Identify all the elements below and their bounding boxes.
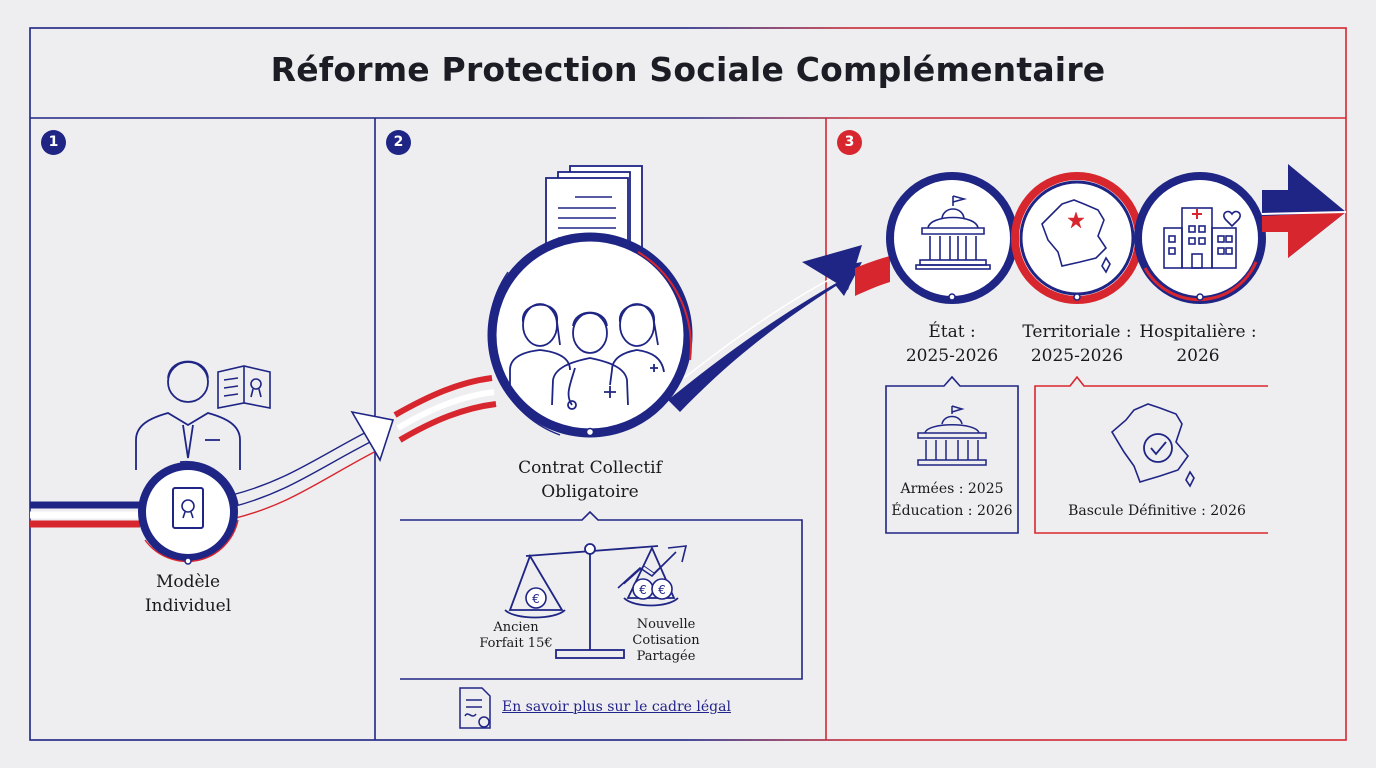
sector-hospitaliere-label: Hospitalière : 2026 [1128,320,1268,368]
node-etat [886,172,1018,304]
government-building-small-icon [917,405,987,466]
territoriale-detail-box [1034,375,1268,534]
svg-text:€: € [639,583,647,597]
step-2-label-line1: Contrat Collectif [518,458,662,478]
step-3-badge: 3 [837,130,862,155]
sector-etat-dates: 2025-2026 [905,346,999,366]
sector-territoriale-dates: 2025-2026 [1030,346,1124,366]
node-territoriale [1011,172,1143,304]
person-icon [135,360,241,470]
step-1-label: Modèle Individuel [108,570,268,618]
euro-coin-icon: € € € [525,578,673,609]
new-label-line3: Partagée [636,649,696,664]
etat-detail-line1: Armées : 2025 [900,481,1004,497]
flow-arrow-2 [668,245,890,412]
step-1-badge: 1 [41,130,66,155]
government-building-icon [915,195,991,270]
step-1-label-line2: Individuel [144,596,232,616]
frame [29,27,1347,741]
new-contribution-label: Nouvelle Cotisation Partagée [616,617,716,665]
node-individual [138,460,239,565]
legal-document-icon [459,687,491,729]
step-2-badge: 2 [386,130,411,155]
comparison-box [400,510,803,680]
old-contribution-label: Ancien Forfait 15€ [466,620,566,652]
page-title: Réforme Protection Sociale Complémentair… [270,50,1106,89]
sector-territoriale-label: Territoriale : 2025-2026 [1007,320,1147,368]
step-1-label-line1: Modèle [155,572,221,592]
check-icon [1143,433,1173,463]
france-map-icon [1041,199,1111,274]
legal-framework-link[interactable]: En savoir plus sur le cadre légal [502,699,731,715]
final-arrow [1261,164,1347,258]
new-label-line1: Nouvelle [636,617,696,632]
growth-arrow-icon [617,545,688,589]
sector-hospitaliere-name: Hospitalière : [1139,322,1257,342]
healthcare-team-icon [509,303,665,410]
node-collective [487,232,693,438]
flow-band-1 [30,375,497,528]
handbook-icon [217,365,271,409]
svg-text:€: € [532,592,540,606]
step-2-label-line2: Obligatoire [541,482,639,502]
new-label-line2: Cotisation [632,633,700,648]
step-2-label: Contrat Collectif Obligatoire [490,456,690,504]
etat-detail-line2: Éducation : 2026 [891,503,1013,519]
sector-territoriale-name: Territoriale : [1022,322,1132,342]
territoriale-detail-line1: Bascule Définitive : 2026 [1068,503,1246,519]
old-label-line2: Forfait 15€ [479,636,553,651]
svg-text:€: € [658,583,666,597]
sector-etat-name: État : [928,322,976,342]
sector-hospitaliere-dates: 2026 [1176,346,1220,366]
etat-detail-text: Armées : 2025 Éducation : 2026 [886,478,1018,522]
scale-icon [504,543,679,659]
territoriale-detail-text: Bascule Définitive : 2026 [1040,500,1274,522]
etat-detail-box [885,375,1019,534]
old-label-line1: Ancien [493,620,539,635]
france-map-small-icon [1110,403,1195,488]
hospital-icon [1163,207,1241,269]
sector-etat-label: État : 2025-2026 [882,320,1022,368]
